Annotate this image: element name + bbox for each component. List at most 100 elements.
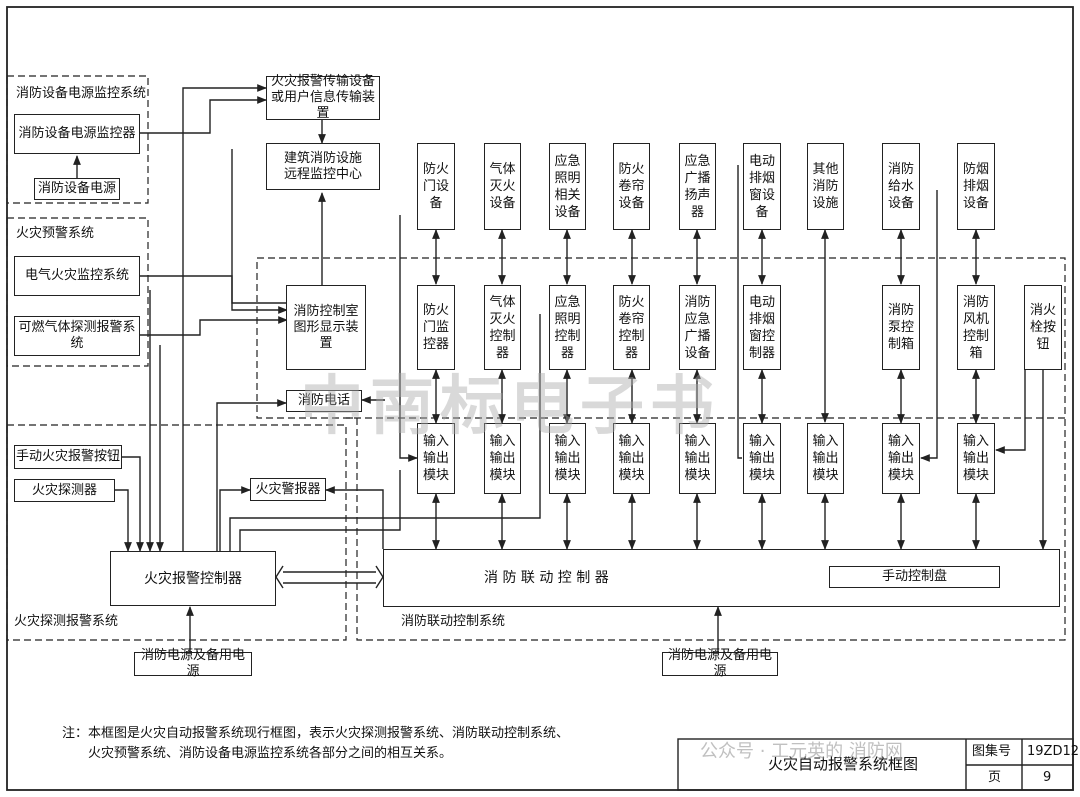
io-module-box: 输入输出模块: [957, 423, 995, 494]
controller-box: 消防应急广播设备: [679, 285, 716, 370]
io-module-box: 输入输出模块: [613, 423, 650, 494]
io-module-label: 输入输出模块: [748, 434, 775, 483]
controller-label: 消防泵控制箱: [887, 303, 914, 352]
alarm-sounder-box: 火灾警报器: [250, 478, 326, 501]
fire-phone-label: 消防电话: [297, 393, 350, 408]
top-device-box: 防烟排烟设备: [957, 143, 995, 230]
detector-box: 火灾探测器: [14, 479, 115, 502]
controller-box: 消火栓按钮: [1024, 285, 1062, 370]
controller-box: 气体灭火控制器: [484, 285, 521, 370]
controller-box: 消防风机控制箱: [957, 285, 995, 370]
top-device-box: 其他消防设施: [807, 143, 844, 230]
fire-alarm-controller-label: 火灾报警控制器: [144, 570, 242, 587]
io-module-box: 输入输出模块: [807, 423, 844, 494]
wechat-watermark: 公众号 · 工元英的 消防网: [700, 741, 903, 762]
io-module-box: 输入输出模块: [549, 423, 586, 494]
manual-button-box: 手动火灾报警按钮: [14, 445, 122, 469]
controller-box: 消防泵控制箱: [882, 285, 920, 370]
io-module-label: 输入输出模块: [618, 434, 645, 483]
top-device-box: 气体灭火设备: [484, 143, 521, 230]
electric-monitor-box: 电气火灾监控系统: [14, 256, 140, 296]
top-device-label: 气体灭火设备: [489, 162, 516, 211]
controller-label: 电动排烟窗控制器: [748, 294, 775, 361]
note-line-1: 注：本框图是火灾自动报警系统现行框图，表示火灾探测报警系统、消防联动控制系统、: [62, 726, 570, 741]
fire-alarm-controller-box: 火灾报警控制器: [110, 551, 276, 606]
io-module-box: 输入输出模块: [882, 423, 920, 494]
top-device-label: 消防给水设备: [887, 162, 914, 211]
controller-label: 消防应急广播设备: [684, 294, 711, 361]
top-device-label: 应急广播扬声器: [684, 153, 711, 220]
atlas-number-label: 图集号: [972, 744, 1012, 759]
io-module-label: 输入输出模块: [422, 434, 449, 483]
io-module-label: 输入输出模块: [962, 434, 989, 483]
power-monitor-device-label: 消防设备电源监控器: [18, 126, 136, 141]
linkage-group-label: 消防联动控制系统: [401, 614, 506, 629]
top-device-label: 防火门设备: [422, 162, 449, 211]
power-backup-right-box: 消防电源及备用电源: [662, 648, 778, 679]
page-label: 页: [988, 770, 1002, 785]
page-number: 9: [1043, 770, 1052, 785]
title-block-title: 火灾自动报警系统框图: [768, 755, 919, 773]
top-device-label: 电动排烟窗设备: [748, 153, 775, 220]
top-device-box: 消防给水设备: [882, 143, 920, 230]
io-module-box: 输入输出模块: [417, 423, 455, 494]
power-backup-left-label: 消防电源及备用电源: [140, 648, 245, 679]
top-device-box: 应急广播扬声器: [679, 143, 716, 230]
power-monitor-device-box: 消防设备电源监控器: [14, 114, 140, 154]
io-module-label: 输入输出模块: [684, 434, 711, 483]
controller-label: 应急照明控制器: [554, 294, 581, 361]
power-supply-label: 消防设备电源: [37, 181, 116, 196]
drawing-border: [6, 6, 1074, 791]
controller-label: 消火栓按钮: [1029, 303, 1056, 352]
power-backup-left-box: 消防电源及备用电源: [134, 648, 252, 679]
power-monitor-group-frame: [6, 75, 149, 204]
atlas-number: 19ZD12: [1027, 744, 1079, 759]
remote-center-box: 建筑消防设施远程监控中心: [266, 143, 380, 190]
gas-detector-label: 可燃气体探测报警系统: [18, 320, 136, 351]
electric-monitor-label: 电气火灾监控系统: [24, 268, 129, 283]
watermark-text: 中南标电子书: [300, 370, 720, 444]
manual-button-label: 手动火灾报警按钮: [15, 449, 120, 464]
top-device-box: 防火门设备: [417, 143, 455, 230]
remote-center-label: 建筑消防设施远程监控中心: [283, 150, 362, 182]
alarm-sounder-label: 火灾警报器: [255, 481, 321, 497]
linkage-controller-label: 消 防 联 动 控 制 器: [484, 570, 609, 586]
top-device-label: 防烟排烟设备: [962, 162, 989, 211]
controller-box: 防火门监控器: [417, 285, 455, 370]
controller-box: 电动排烟窗控制器: [743, 285, 781, 370]
detector-label: 火灾探测器: [31, 482, 97, 498]
control-room-box: 消防控制室图形显示装置: [286, 285, 366, 370]
warning-group-label: 火灾预警系统: [16, 226, 95, 241]
controller-label: 防火门监控器: [422, 303, 449, 352]
gas-detector-box: 可燃气体探测报警系统: [14, 316, 140, 356]
top-device-box: 防火卷帘设备: [613, 143, 650, 230]
io-module-box: 输入输出模块: [484, 423, 521, 494]
control-room-label: 消防控制室图形显示装置: [293, 303, 359, 351]
io-module-label: 输入输出模块: [812, 434, 839, 483]
detection-group-label: 火灾探测报警系统: [14, 614, 119, 629]
top-device-box: 应急照明相关设备: [549, 143, 586, 230]
transmission-box: 火灾报警传输设备或用户信息传输装置: [266, 74, 380, 121]
io-module-label: 输入输出模块: [887, 434, 914, 483]
linkage-lower-frame: [346, 417, 1066, 641]
io-module-box: 输入输出模块: [743, 423, 781, 494]
controller-label: 防火卷帘控制器: [618, 294, 645, 361]
top-device-label: 应急照明相关设备: [554, 153, 581, 220]
controller-box: 应急照明控制器: [549, 285, 586, 370]
manual-panel-label: 手动控制盘: [881, 569, 947, 584]
detection-group-frame: [6, 424, 347, 641]
note-line-2: 火灾预警系统、消防设备电源监控系统各部分之间的相互关系。: [88, 746, 453, 761]
power-monitor-group-label: 消防设备电源监控系统: [16, 86, 147, 101]
controller-box: 防火卷帘控制器: [613, 285, 650, 370]
manual-panel-box: 手动控制盘: [829, 566, 1000, 588]
controller-label: 气体灭火控制器: [489, 294, 516, 361]
io-module-label: 输入输出模块: [489, 434, 516, 483]
controller-label: 消防风机控制箱: [962, 294, 989, 361]
top-device-box: 电动排烟窗设备: [743, 143, 781, 230]
transmission-label: 火灾报警传输设备或用户信息传输装置: [270, 74, 375, 121]
warning-group-frame: [6, 217, 149, 367]
io-module-label: 输入输出模块: [554, 434, 581, 483]
io-module-box: 输入输出模块: [679, 423, 716, 494]
power-supply-box: 消防设备电源: [34, 178, 120, 200]
